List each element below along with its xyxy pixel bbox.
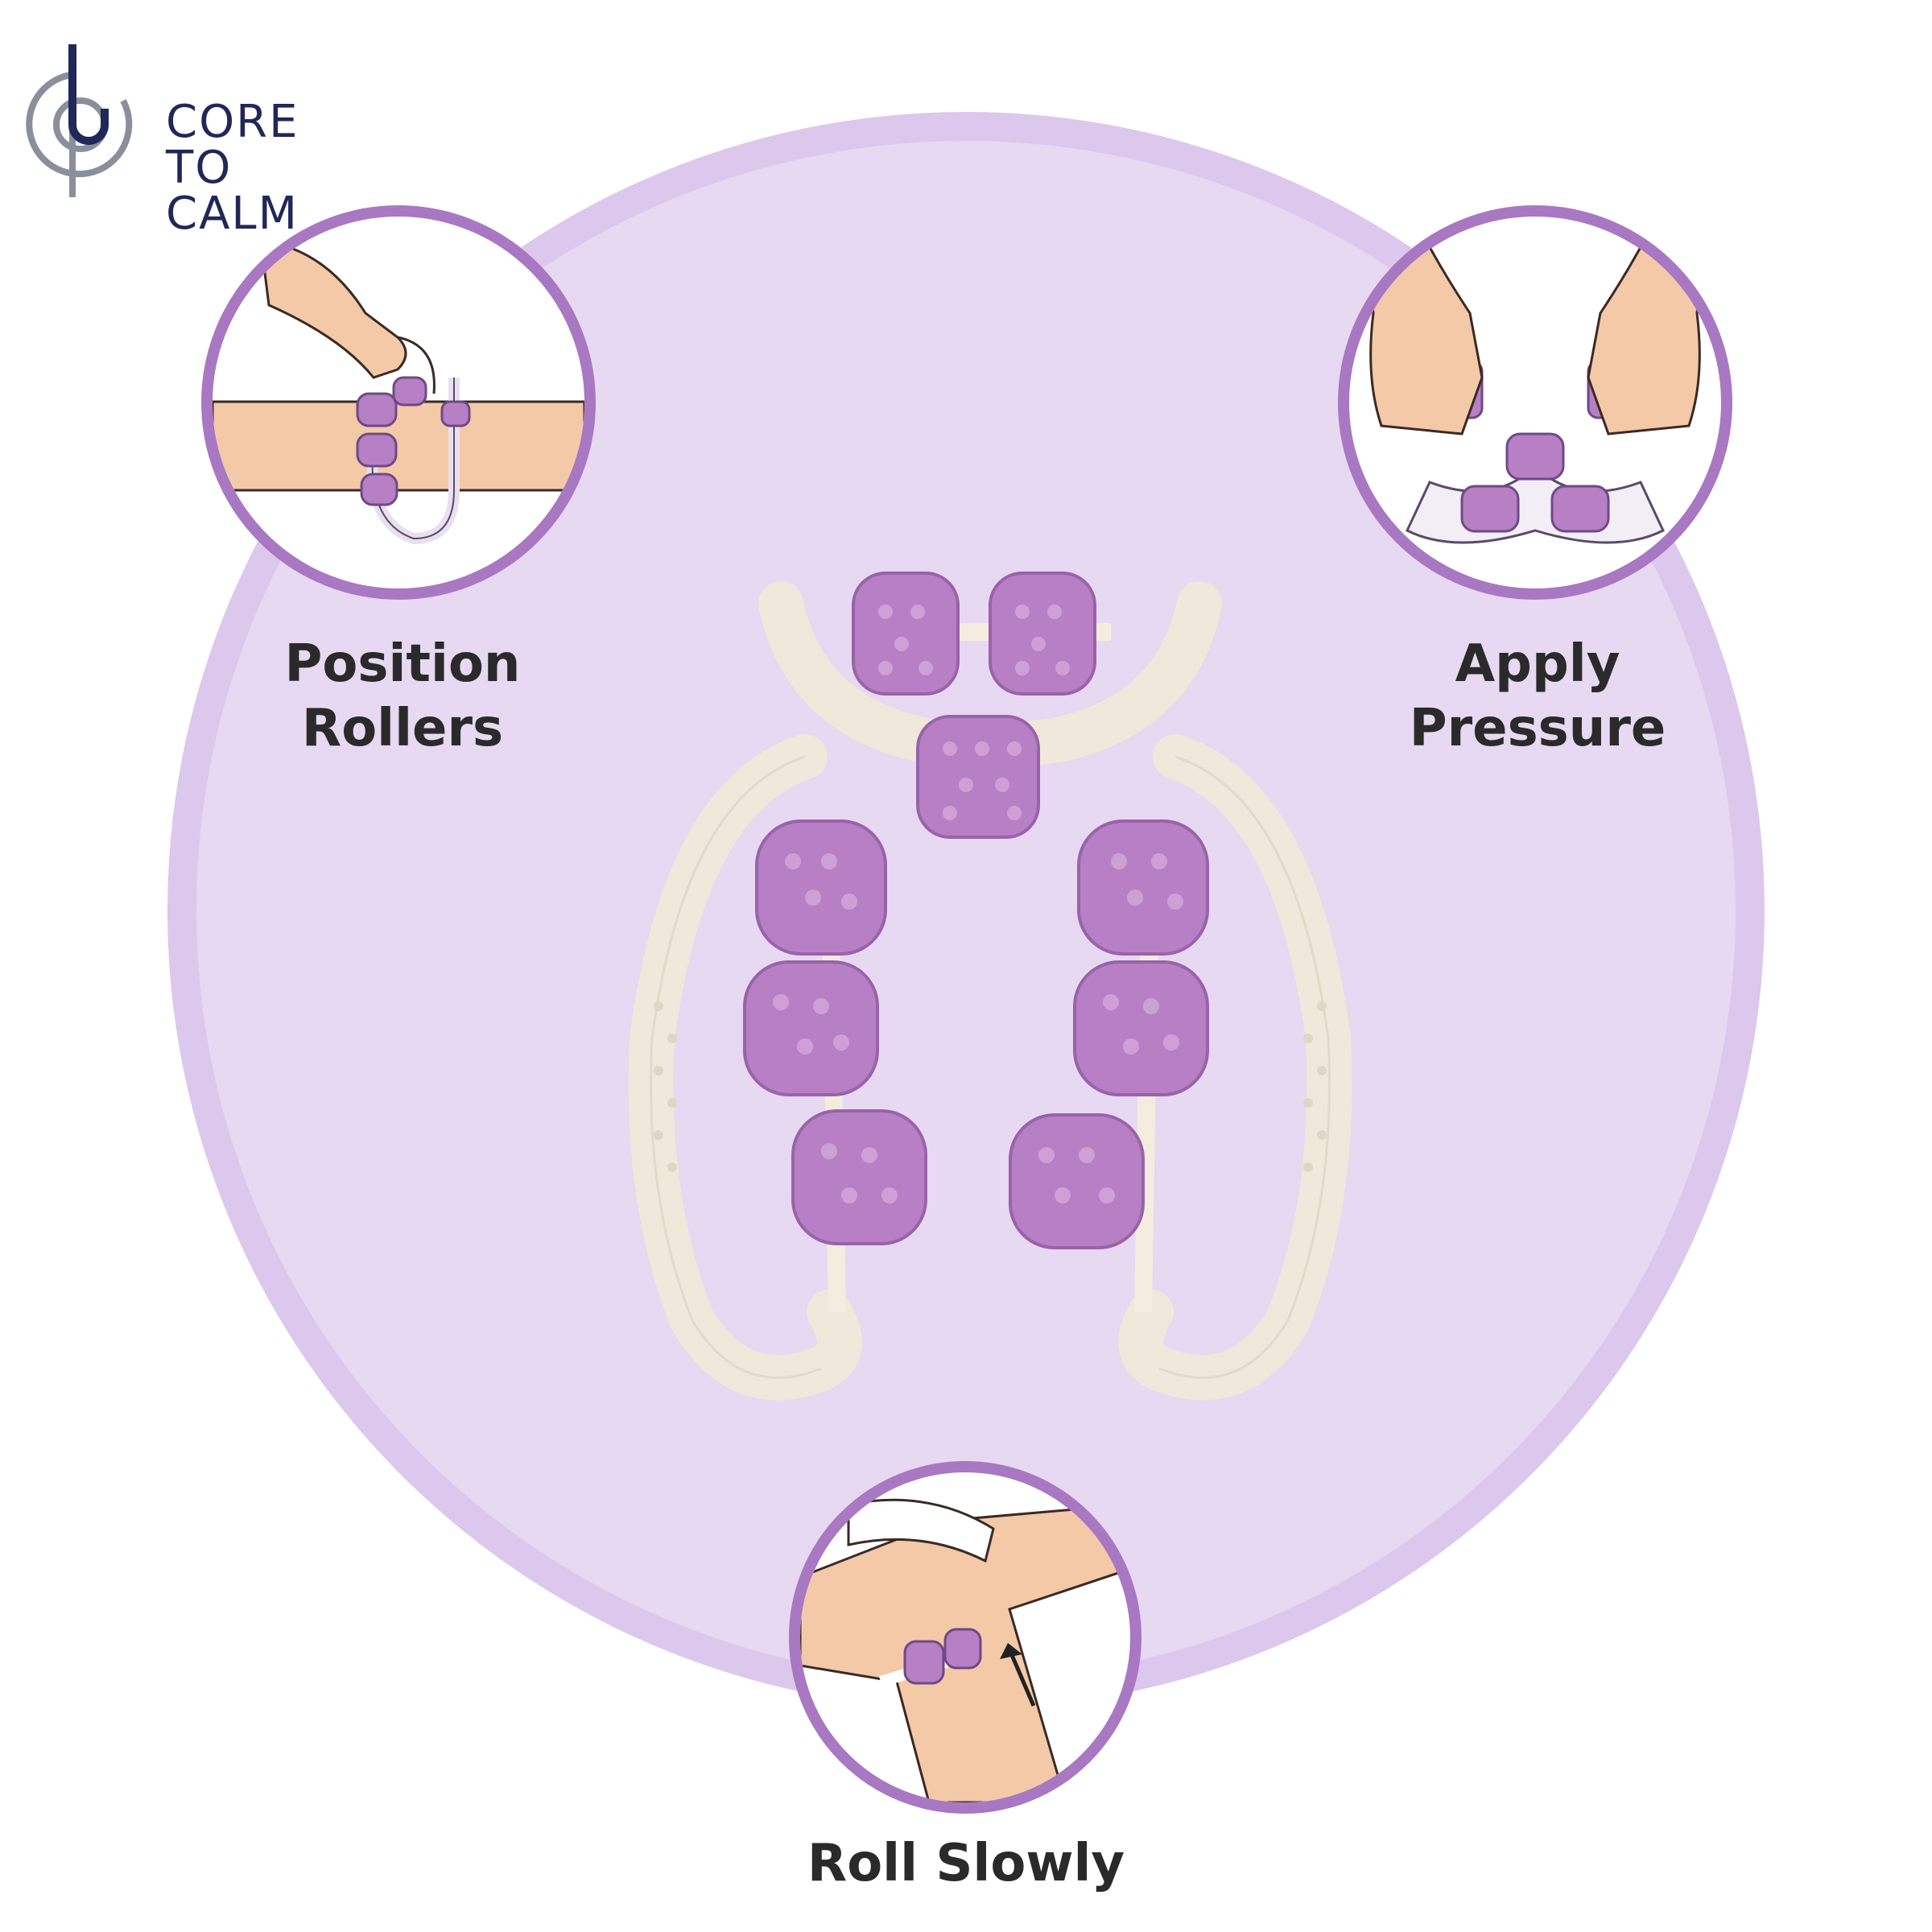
step-1-line-2: Rollers — [301, 699, 504, 758]
forearm-roller-illustration-icon — [213, 239, 584, 545]
step-roll-slowly-label: Roll Slowly — [724, 1831, 1208, 1896]
brand-name: CORE TO CALM — [166, 99, 299, 237]
leg-rolling-illustration-icon — [800, 1498, 1130, 1802]
product-roller-image — [564, 555, 1417, 1433]
hands-pressing-roller-illustration-icon — [1364, 217, 1707, 544]
logo-mark-icon — [26, 44, 133, 197]
step-3-line-1: Roll Slowly — [807, 1834, 1125, 1893]
step-position-rollers-image — [201, 205, 596, 600]
brand-line-2: TO — [166, 142, 233, 194]
step-position-rollers-label: Position Rollers — [242, 632, 564, 761]
step-roll-slowly-image — [789, 1461, 1141, 1814]
step-apply-pressure-image — [1338, 205, 1732, 600]
leg-roller-massager-icon — [628, 572, 1352, 1401]
step-2-line-2: Pressure — [1409, 699, 1666, 758]
brand-line-1: CORE — [166, 96, 299, 148]
brand-line-3: CALM — [166, 188, 299, 240]
step-apply-pressure-label: Apply Pressure — [1377, 632, 1699, 761]
brand-logo: CORE TO CALM — [14, 44, 320, 237]
step-2-line-1: Apply — [1455, 634, 1620, 694]
step-1-line-1: Position — [284, 634, 521, 694]
